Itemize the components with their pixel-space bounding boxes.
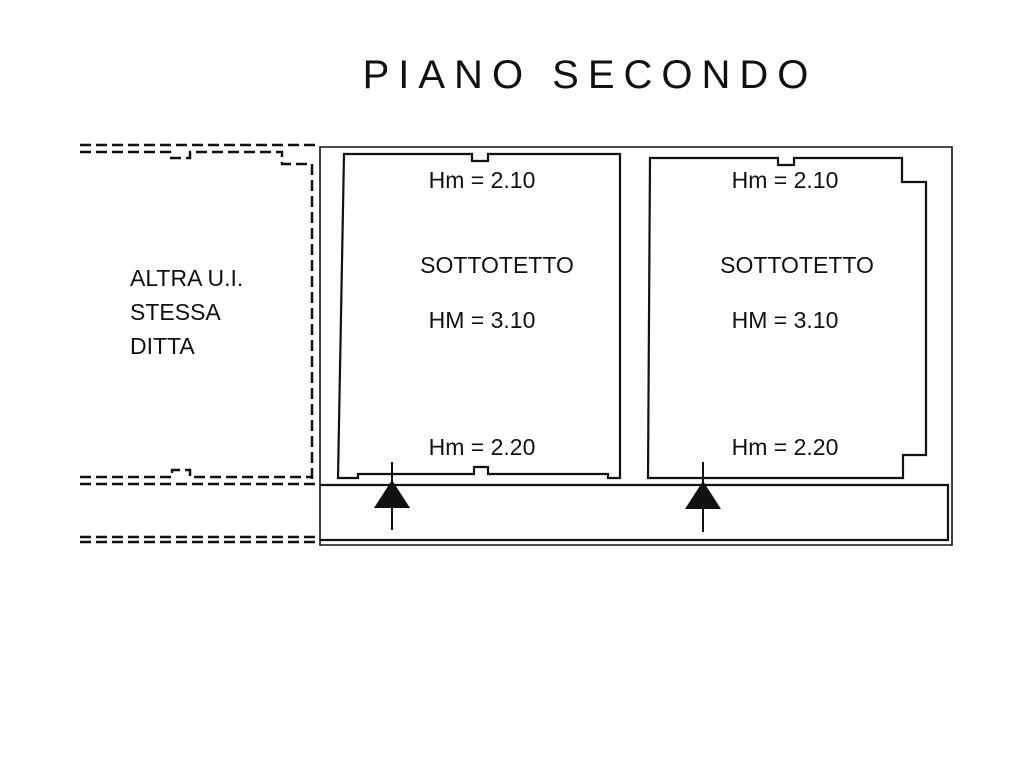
room-2-height-top: Hm = 2.10 <box>732 167 839 193</box>
plan-title: PIANO SECONDO <box>363 53 818 97</box>
room-1-name: SOTTOTETTO <box>420 252 574 278</box>
room-2-name: SOTTOTETTO <box>720 252 874 278</box>
entrance-arrow-icon <box>685 462 721 532</box>
adjacent-unit-label: ALTRA U.I. STESSA DITTA <box>130 265 243 359</box>
room-1-height-max: HM = 3.10 <box>429 307 536 333</box>
room-2-height-max: HM = 3.10 <box>732 307 839 333</box>
adjacent-unit-outline <box>80 143 320 544</box>
room-2: Hm = 2.10 SOTTOTETTO HM = 3.10 Hm = 2.20 <box>720 167 874 460</box>
building-walls <box>319 146 953 546</box>
room-2-height-bottom: Hm = 2.20 <box>732 434 839 460</box>
room-2-walls <box>646 156 928 480</box>
adjacent-unit-line-2: STESSA <box>130 299 221 325</box>
adjacent-unit-line-1: ALTRA U.I. <box>130 265 243 291</box>
adjacent-unit-line-3: DITTA <box>130 333 195 359</box>
room-1-height-top: Hm = 2.10 <box>429 167 536 193</box>
room-1-height-bottom: Hm = 2.20 <box>429 434 536 460</box>
entrance-arrow-icon <box>374 462 410 530</box>
room-1-walls <box>336 152 622 480</box>
room-1: Hm = 2.10 SOTTOTETTO HM = 3.10 Hm = 2.20 <box>420 167 574 460</box>
